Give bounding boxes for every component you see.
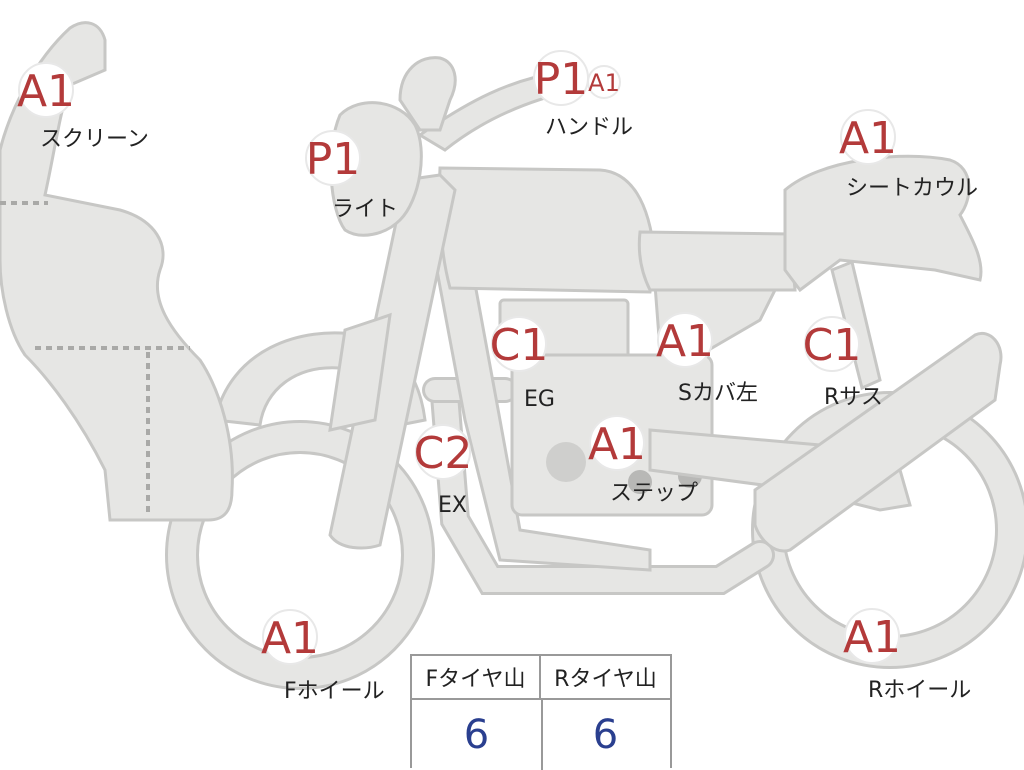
rear-tire-header: Rタイヤ山 <box>541 656 670 700</box>
front-wheel <box>165 420 435 690</box>
fork-guard <box>328 312 392 432</box>
front-fork <box>328 173 457 550</box>
seat-cowl <box>783 154 983 293</box>
side-cover <box>653 283 778 357</box>
rear-frame <box>830 259 882 391</box>
front-tire-value: 6 <box>412 700 543 770</box>
muffler <box>753 331 1003 553</box>
fuel-tank <box>437 166 657 294</box>
front-cowl <box>0 21 234 522</box>
mirror <box>398 56 457 132</box>
seat <box>637 230 797 292</box>
tire-tread-table: Fタイヤ山 Rタイヤ山 6 6 <box>410 654 672 770</box>
rear-tire-value: 6 <box>592 712 619 758</box>
front-tire-header: Fタイヤ山 <box>412 656 541 700</box>
